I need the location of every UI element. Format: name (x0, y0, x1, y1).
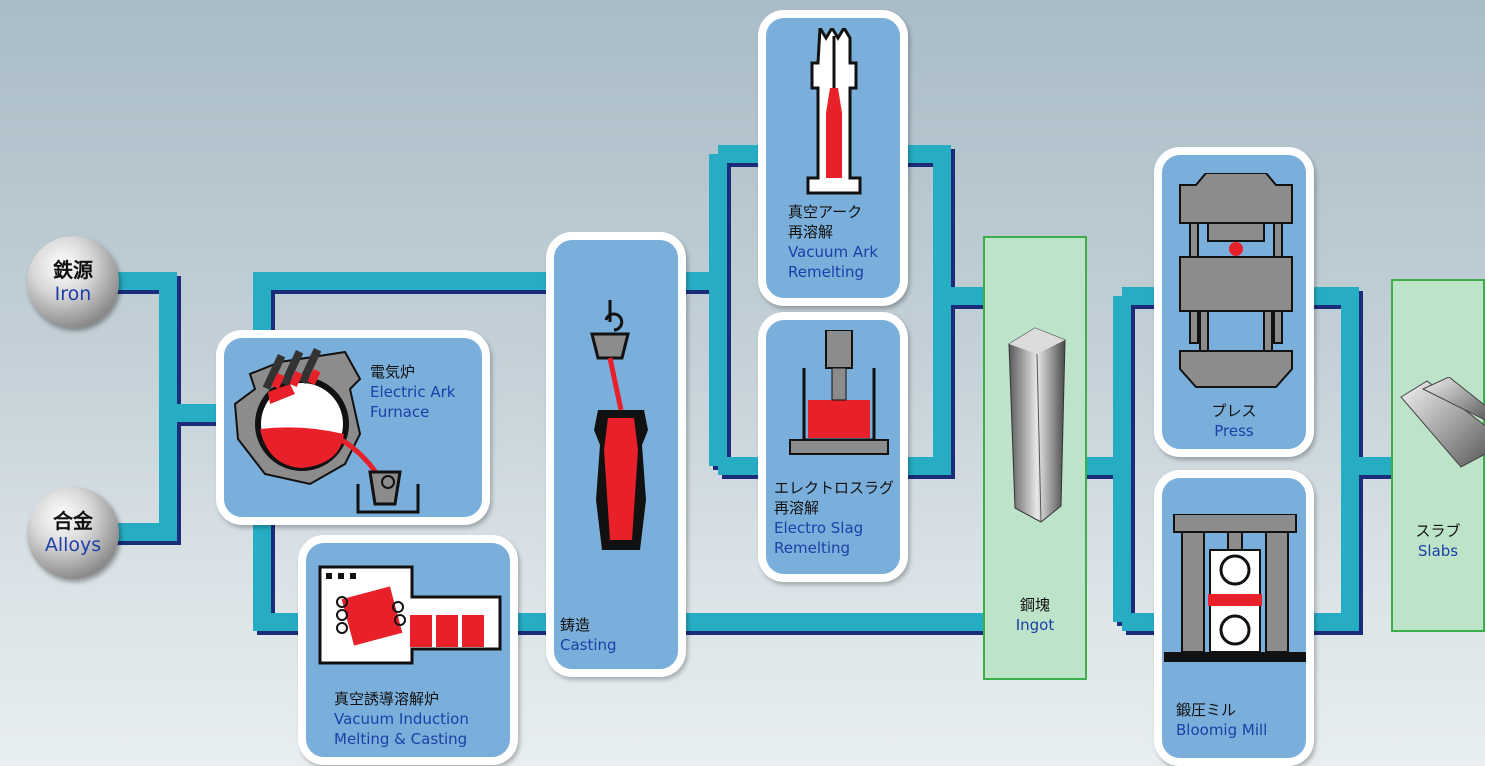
vacuum-arc-remelting-node[interactable]: 真空アーク 再溶解 Vacuum Ark Remelting (758, 10, 908, 306)
vim-label-jp: 真空誘導溶解炉 (334, 690, 440, 708)
eaf-label-en1: Electric Ark (370, 383, 456, 401)
var-label-en1: Vacuum Ark (788, 243, 879, 261)
slabs-node[interactable]: スラブ Slabs (1391, 279, 1485, 632)
electric-arc-furnace-node[interactable]: 電気炉 Electric Ark Furnace (216, 330, 490, 525)
press-label-jp: プレス (1211, 402, 1257, 420)
alloys-label-en: Alloys (44, 534, 102, 556)
esr-label-en2: Remelting (774, 539, 851, 557)
var-label-jp2: 再溶解 (788, 223, 834, 241)
ingot-label-jp: 鋼塊 (1019, 596, 1050, 614)
vacuum-arc-furnace-icon (806, 28, 862, 195)
ingot-label-en: Ingot (1015, 616, 1055, 634)
steel-ingot-icon (1008, 327, 1066, 523)
vacuum-induction-melting-node[interactable]: 真空誘導溶解炉 Vacuum Induction Melting & Casti… (298, 535, 518, 765)
bloom-label-en: Bloomig Mill (1176, 721, 1268, 739)
esr-label-en1: Electro Slag (774, 519, 864, 537)
casting-label-en: Casting (560, 636, 617, 654)
iron-label-en: Iron (54, 283, 92, 305)
blooming-mill-node[interactable]: 鍛圧ミル Bloomig Mill (1154, 470, 1314, 766)
var-label-en2: Remelting (788, 263, 865, 281)
vim-label-en1: Vacuum Induction (334, 710, 469, 728)
iron-label-jp: 鉄源 (53, 258, 93, 282)
electric-furnace-icon (233, 347, 420, 514)
slabs-label-en: Slabs (1417, 542, 1459, 560)
vim-label-en2: Melting & Casting (334, 730, 468, 748)
alloys-source-node[interactable]: 合金 Alloys (27, 487, 119, 579)
var-label-jp1: 真空アーク (788, 203, 863, 221)
forging-press-icon (1179, 173, 1293, 388)
iron-source-node[interactable]: 鉄源 Iron (27, 236, 119, 328)
eaf-label-jp: 電気炉 (370, 363, 416, 381)
ingot-node[interactable]: 鋼塊 Ingot (983, 236, 1087, 680)
slabs-label-jp: スラブ (1415, 522, 1461, 540)
casting-mold-icon (590, 300, 648, 550)
bloom-label-jp: 鍛圧ミル (1176, 701, 1237, 719)
blooming-mill-icon (1164, 514, 1306, 662)
casting-label-jp: 鋳造 (560, 616, 591, 634)
steel-slabs-icon (1400, 377, 1485, 468)
press-label-en: Press (1214, 422, 1254, 440)
electro-slag-furnace-icon (789, 330, 889, 455)
eaf-label-en2: Furnace (370, 403, 430, 421)
press-node[interactable]: プレス Press (1154, 147, 1314, 457)
casting-node[interactable]: 鋳造 Casting (546, 232, 686, 677)
esr-label-jp1: エレクトロスラグ (774, 479, 895, 497)
alloys-label-jp: 合金 (53, 509, 93, 533)
electro-slag-remelting-node[interactable]: エレクトロスラグ 再溶解 Electro Slag Remelting (758, 312, 908, 582)
induction-furnace-icon (318, 565, 502, 665)
esr-label-jp2: 再溶解 (774, 499, 820, 517)
